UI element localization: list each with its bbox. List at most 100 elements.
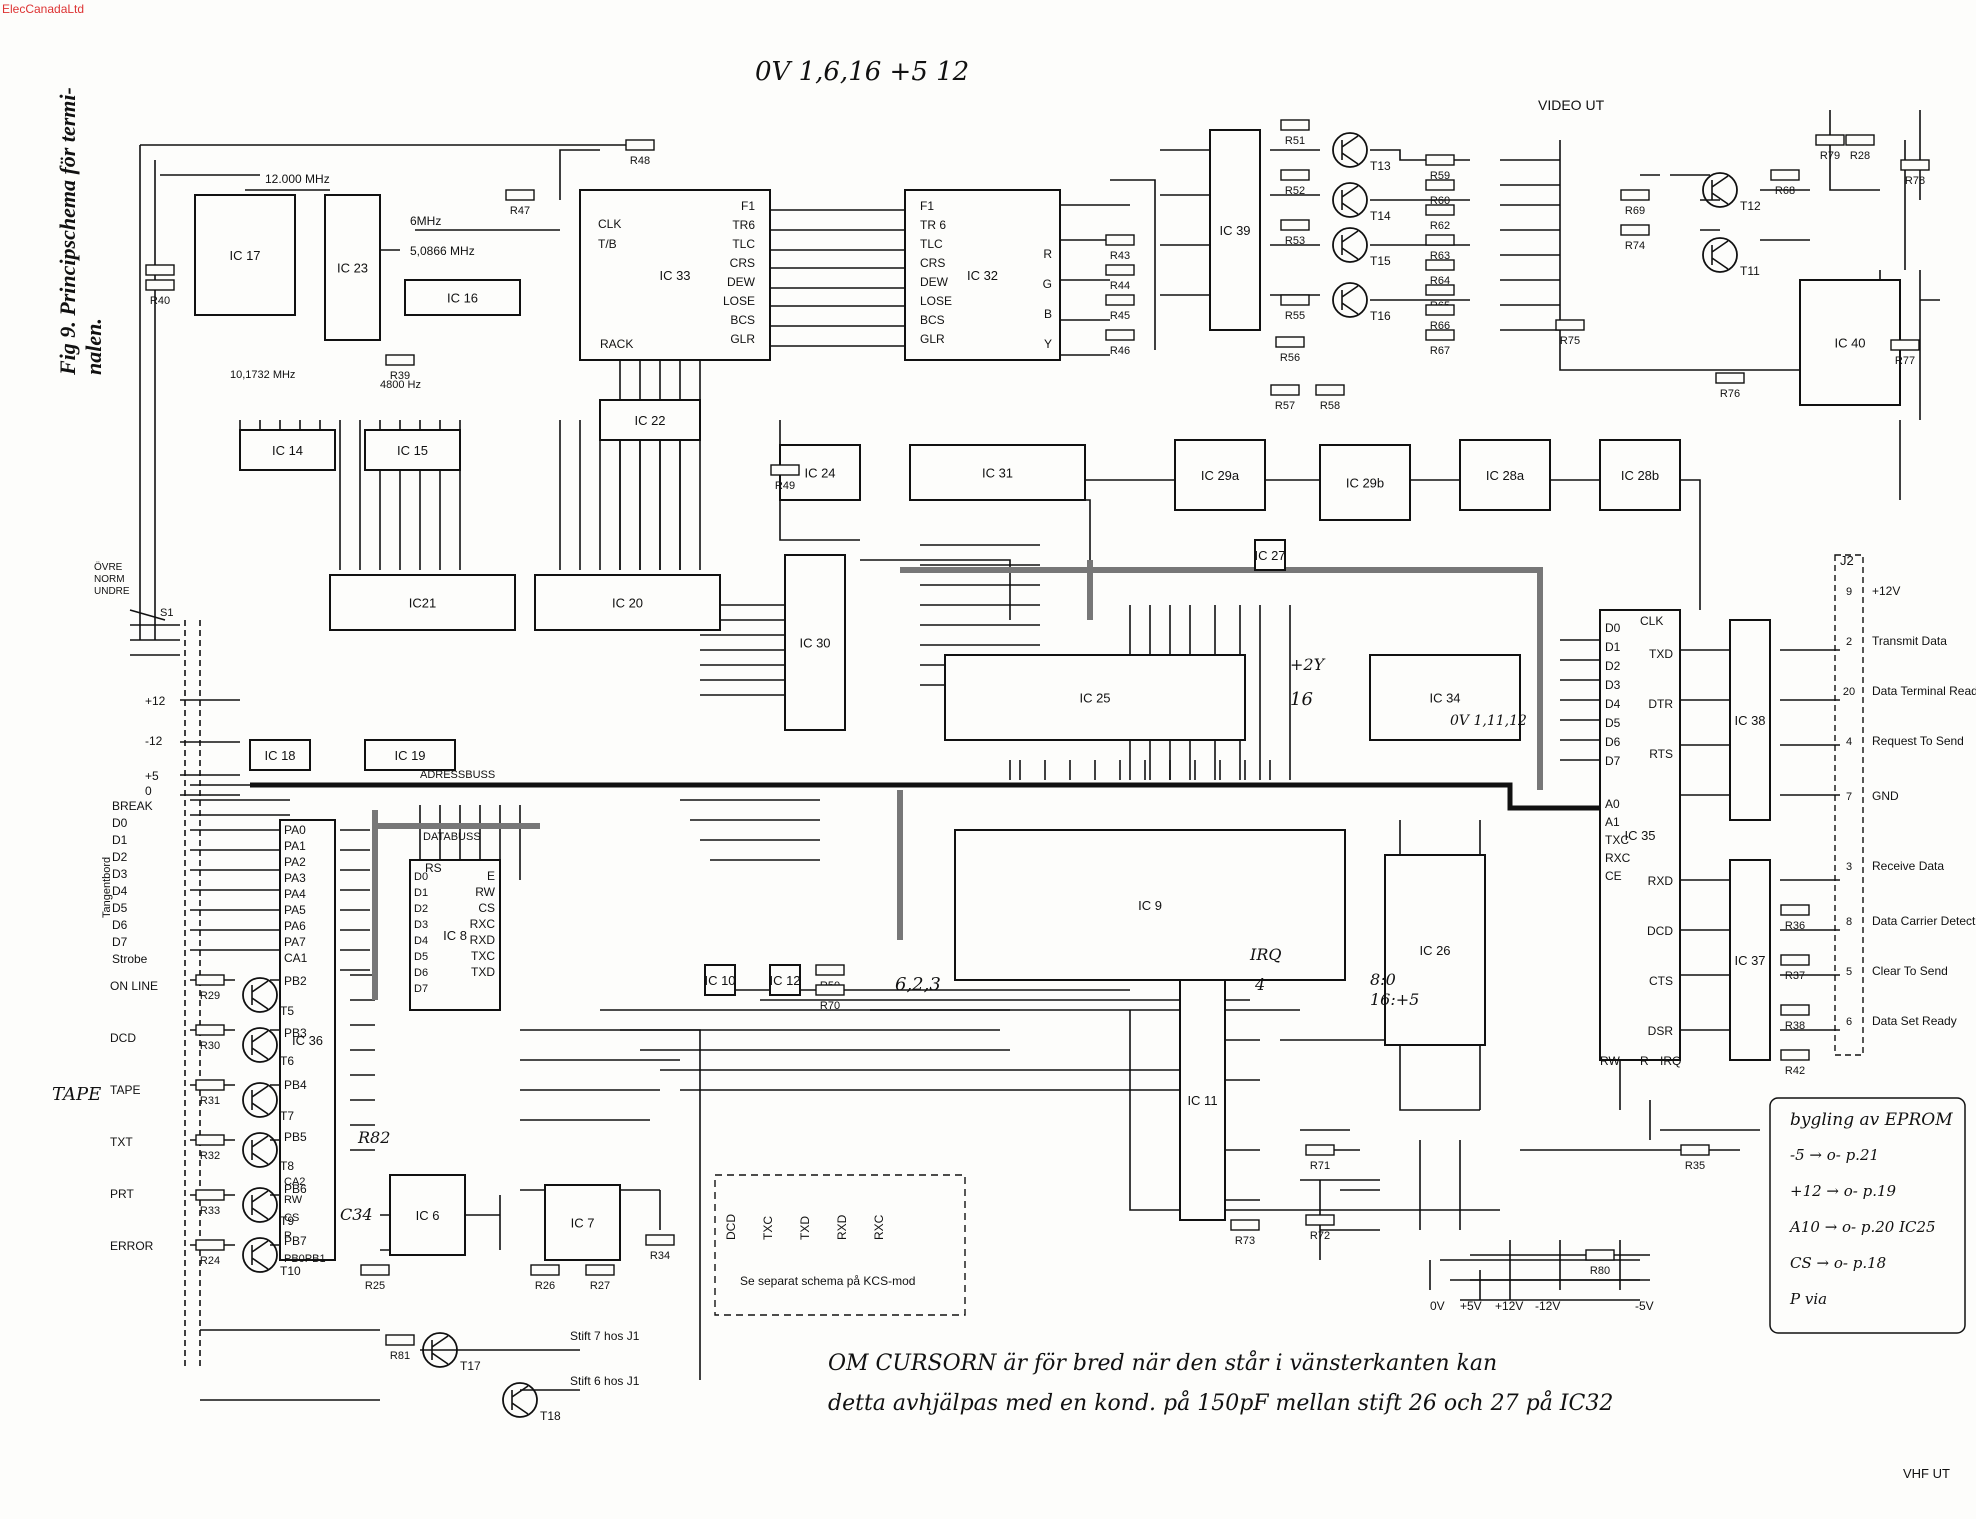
resistor-symbol bbox=[1275, 336, 1305, 348]
ic18-label: IC 18 bbox=[264, 748, 295, 763]
switch-s1: S1 ÖVRE NORM UNDRE bbox=[94, 561, 180, 656]
ic35-pins-pin: CTS bbox=[1649, 974, 1673, 988]
ic31-body bbox=[909, 444, 1086, 501]
supply-minus12: -12 bbox=[145, 734, 163, 748]
ic36-ports-pin: PA5 bbox=[284, 903, 306, 917]
ic40-chip: IC 40 bbox=[1799, 279, 1901, 406]
resistor-symbol bbox=[1555, 319, 1585, 331]
ic36-ports-pin: PA1 bbox=[284, 839, 306, 853]
resistor-label: R44 bbox=[1110, 280, 1130, 292]
ic21-chip: IC21 bbox=[329, 574, 516, 631]
ic14-chip: IC 14 bbox=[239, 429, 336, 471]
ic30-chip: IC 30 bbox=[784, 554, 846, 731]
j2-signal-label: Receive Data bbox=[1872, 859, 1944, 873]
ic12-chip: IC 12 bbox=[769, 964, 801, 996]
ic29a-chip: IC 29a bbox=[1174, 439, 1266, 511]
stift6-label: Stift 6 hos J1 bbox=[570, 1374, 640, 1388]
ic32-pins-pin: GLR bbox=[920, 332, 945, 346]
resistor-r32: R32 bbox=[195, 1134, 225, 1162]
resistor-label: R35 bbox=[1685, 1160, 1705, 1172]
transistor-leads bbox=[251, 980, 269, 1010]
resistor-label: R33 bbox=[200, 1205, 220, 1217]
power-section bbox=[1429, 1240, 1650, 1300]
transistor-label: T13 bbox=[1370, 159, 1391, 173]
jumper-line: +12 → o- p.19 bbox=[1790, 1182, 1897, 1200]
transistor-leads bbox=[1341, 135, 1359, 165]
resistor-symbol bbox=[585, 1264, 615, 1276]
transistor-label: T8 bbox=[280, 1159, 294, 1173]
ic36-ports-pin: PB5 bbox=[284, 1130, 307, 1144]
j2-pin-number: 8 bbox=[1846, 916, 1852, 928]
cursor-note-line1: OM CURSORN är för bred när den står i vä… bbox=[828, 1349, 1497, 1376]
ic29b-chip: IC 29b bbox=[1319, 444, 1411, 521]
transistor-t15: T15 bbox=[1332, 227, 1391, 268]
resistor-r79: R79 bbox=[1815, 134, 1845, 162]
resistor-symbol bbox=[195, 1239, 225, 1251]
ic25-chip: IC 25 bbox=[944, 654, 1246, 741]
resistor-label: R24 bbox=[200, 1255, 220, 1267]
ic8-pins-pin: D7 bbox=[414, 983, 428, 995]
kbd-lines-pin: D7 bbox=[112, 935, 128, 949]
ic31-chip: IC 31 bbox=[909, 444, 1086, 501]
resistor-label: R27 bbox=[590, 1280, 610, 1292]
ic10-label: IC 10 bbox=[704, 973, 735, 988]
ic28b-label: IC 28b bbox=[1621, 468, 1659, 483]
resistor-r36: R36 bbox=[1780, 904, 1810, 932]
transistor-symbol bbox=[1702, 237, 1738, 273]
resistor-r46: R46 bbox=[1105, 329, 1135, 357]
ic35-pins-pin: RTS bbox=[1649, 747, 1673, 761]
resistor-symbol bbox=[645, 1234, 675, 1246]
ic8-pins-pin: CS bbox=[478, 901, 495, 915]
j2-signal-label: Transmit Data bbox=[1872, 634, 1947, 648]
misc-note2: 16 bbox=[1290, 689, 1313, 710]
resistor-r31: R31 bbox=[195, 1079, 225, 1107]
transistor-symbol bbox=[242, 1187, 278, 1223]
transistor-symbol bbox=[242, 1132, 278, 1168]
ic35-pins-pin: RXC bbox=[1605, 851, 1631, 865]
ic8-body bbox=[409, 859, 501, 1011]
ic10-chip: IC 10 bbox=[704, 964, 736, 996]
resistor-r71: R71 bbox=[1305, 1144, 1335, 1172]
switch-pos-lower: UNDRE bbox=[94, 586, 130, 597]
ic19-body bbox=[364, 739, 456, 771]
ic24-chip: IC 24 bbox=[779, 444, 861, 501]
transistor-leads bbox=[511, 1385, 529, 1415]
status-line-label: TAPE bbox=[110, 1083, 140, 1097]
ic36-ports-pin: R bbox=[284, 1230, 292, 1242]
resistor-label: R58 bbox=[1320, 400, 1340, 412]
resistor-r25: R25 bbox=[360, 1264, 390, 1292]
ic10-body bbox=[704, 964, 736, 996]
switch-s1-label: S1 bbox=[160, 607, 173, 619]
kbd-lines-pin: D3 bbox=[112, 867, 128, 881]
resistor-symbol bbox=[1715, 372, 1745, 384]
j2-signal-label: +12V bbox=[1872, 584, 1900, 598]
ic33-pins-pin: GLR bbox=[730, 332, 755, 346]
transistor-leads bbox=[1711, 175, 1729, 205]
resistor-symbol bbox=[1780, 954, 1810, 966]
resistor-r53: R53 bbox=[1280, 219, 1310, 247]
ic39-body bbox=[1209, 129, 1261, 331]
jumper-line: -5 → o- p.21 bbox=[1790, 1146, 1879, 1164]
j2-pin-number: 3 bbox=[1846, 861, 1852, 873]
kbd-lines-pin: D0 bbox=[112, 816, 128, 830]
supply-plus12: +12 bbox=[145, 694, 166, 708]
ic16-label: IC 16 bbox=[447, 291, 478, 306]
resistor-symbol bbox=[195, 1134, 225, 1146]
transistor-label: T14 bbox=[1370, 209, 1391, 223]
ic36-ports-pin: PB6 bbox=[284, 1182, 307, 1196]
resistor-r74: R74 bbox=[1620, 224, 1650, 252]
resistor-r38: R38 bbox=[1780, 1004, 1810, 1032]
figure-title: Fig 9. Principschema för termi- nalen. bbox=[55, 87, 106, 376]
supply-cap-label: -12V bbox=[1535, 1299, 1560, 1313]
ic35-pins-pin: D1 bbox=[1605, 640, 1621, 654]
resistor-r35: R35 bbox=[1680, 1144, 1710, 1172]
ic33-pins-pin: TLC bbox=[732, 237, 755, 251]
transistor-leads bbox=[251, 1190, 269, 1220]
ic8-pins-pin: D6 bbox=[414, 967, 428, 979]
ic37-chip: IC 37 bbox=[1729, 859, 1771, 1061]
video-out-label: VIDEO UT bbox=[1538, 97, 1605, 113]
resistor-r24: R24 bbox=[195, 1239, 225, 1267]
resistor-r33: R33 bbox=[195, 1189, 225, 1217]
resistor-symbol bbox=[505, 189, 535, 201]
